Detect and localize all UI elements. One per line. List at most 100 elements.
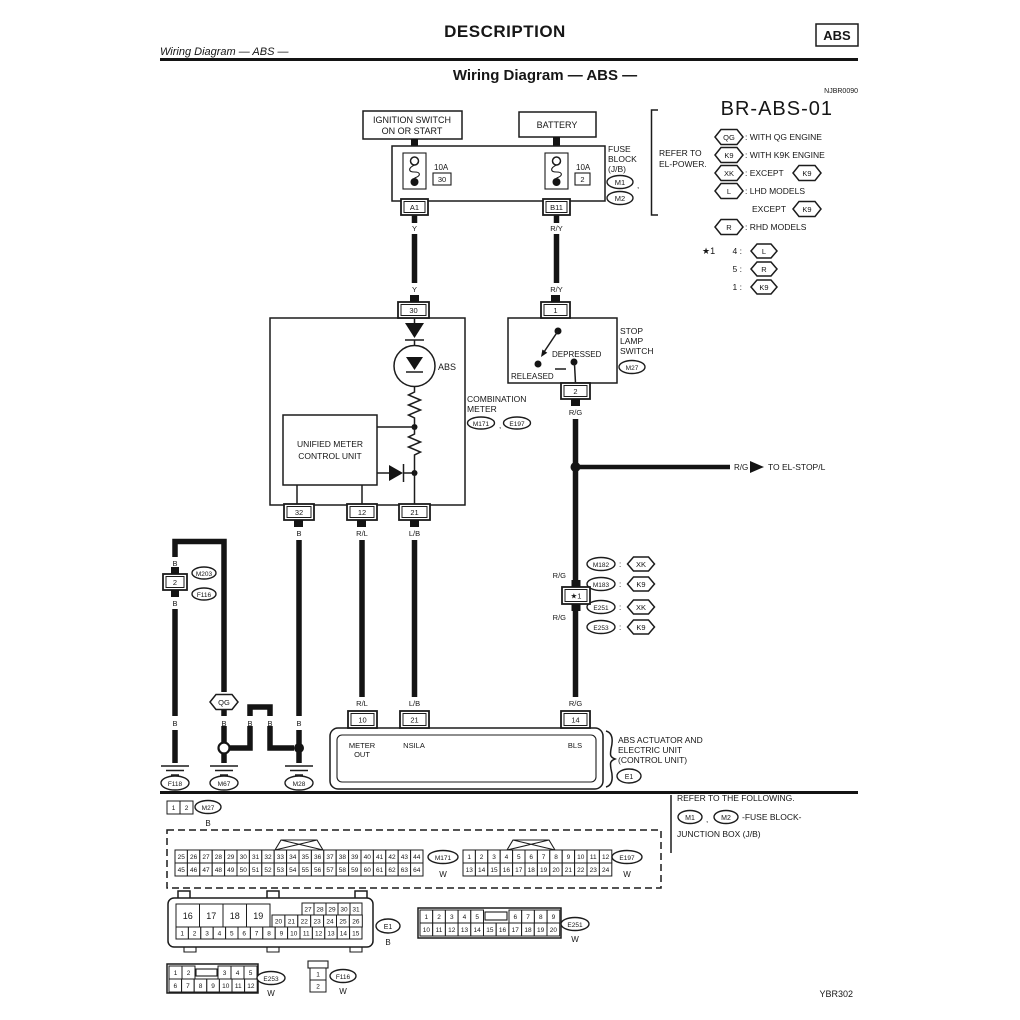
ground-m67-icon: [210, 765, 238, 776]
svg-text:11: 11: [590, 854, 597, 861]
svg-text:6: 6: [173, 983, 177, 990]
svg-text:53: 53: [277, 867, 285, 874]
svg-text:10: 10: [423, 927, 431, 934]
svg-text:21: 21: [565, 867, 573, 874]
fuse-2: 10A 2: [544, 152, 591, 190]
hex-r: [714, 218, 744, 236]
fuse-block-box: [391, 145, 606, 202]
pin-nsila: NSILA: [403, 741, 425, 750]
svg-text:50: 50: [240, 867, 248, 874]
jb-label-2: BLOCK: [608, 154, 637, 164]
svg-text:14: 14: [571, 715, 579, 724]
svg-text:18: 18: [528, 867, 536, 874]
svg-text:8: 8: [267, 930, 271, 937]
branch-destination: TO EL-STOP/L: [768, 462, 826, 472]
svg-text:23: 23: [590, 867, 598, 874]
svg-text:20: 20: [275, 918, 283, 925]
page-tag-box: [815, 23, 859, 47]
svg-text:31: 31: [352, 906, 360, 913]
wire-label-b-l2: B: [172, 599, 177, 608]
branch-arrow-icon: [750, 461, 764, 473]
hex-m183-k9-label: K9: [636, 580, 645, 589]
f116-tab: [307, 960, 329, 969]
svg-text:3: 3: [205, 930, 209, 937]
resistor-icon-2: [406, 427, 423, 470]
svg-text:10: 10: [222, 983, 230, 990]
svg-text:27: 27: [304, 906, 312, 913]
terminal-10: 10: [347, 710, 378, 729]
colon-2: :: [619, 580, 621, 589]
hex-e253-k9: [626, 619, 656, 635]
svg-text:16: 16: [503, 867, 511, 874]
svg-text:11: 11: [303, 930, 310, 937]
section-divider: [160, 791, 858, 794]
svg-text:2: 2: [173, 578, 177, 587]
svg-text:3: 3: [492, 854, 496, 861]
hex-m183-k9: [626, 576, 656, 592]
svg-text:9: 9: [211, 983, 215, 990]
svg-text:1: 1: [172, 805, 176, 812]
wires: Y R/Y Y R/Y B R/L L/B R/L L/B R/G R/G TO…: [160, 215, 826, 791]
svg-text:40: 40: [364, 854, 372, 861]
connector-ref-m27: [618, 359, 646, 375]
svg-text:B: B: [247, 719, 252, 728]
svg-text:21: 21: [410, 508, 418, 517]
svg-text:1: 1: [316, 971, 320, 978]
svg-text:B: B: [172, 719, 177, 728]
connector-ref-m67: [209, 775, 239, 791]
terminal-32: 32: [283, 503, 315, 527]
svg-text:25: 25: [178, 854, 186, 861]
resistor-icon: [406, 386, 423, 424]
switch-depressed-label: DEPRESSED: [552, 350, 602, 359]
fuse-30-amp: 10A: [434, 163, 449, 172]
footer-ref-m2-label: M2: [721, 815, 731, 822]
terminal-1: 1: [540, 295, 571, 319]
page-title: Wiring Diagram — ABS —: [453, 67, 637, 84]
svg-text:1: 1: [174, 970, 178, 977]
pin-meter-out-2: OUT: [354, 750, 370, 759]
switch-arrow-icon: [541, 349, 548, 357]
connector-ref-m2: [606, 190, 634, 206]
ref-m2-label: M2: [615, 194, 625, 203]
hex-e251-xk: [626, 599, 656, 615]
svg-text:6: 6: [514, 914, 518, 921]
svg-text:30: 30: [340, 906, 348, 913]
diode-icon-2: [389, 465, 403, 481]
connector-ref-m27b: [194, 799, 222, 815]
hex-m182-xk-label: XK: [636, 560, 646, 569]
svg-text:3: 3: [223, 970, 227, 977]
svg-text:23: 23: [314, 918, 322, 925]
svg-text:22: 22: [301, 918, 309, 925]
svg-text:1: 1: [553, 306, 557, 315]
ignition-label-1: IGNITION SWITCH: [373, 115, 451, 125]
legend-l-text: : LHD MODELS: [745, 186, 805, 196]
svg-text:10: 10: [577, 854, 585, 861]
svg-text:54: 54: [289, 867, 297, 874]
harness-connector-refs: M182 : XK M183 : K9 E251 : XK E253 : K9: [586, 556, 656, 635]
svg-text:49: 49: [227, 867, 235, 874]
wire-label-ry: R/Y: [550, 224, 563, 233]
hex-l-k9: [792, 200, 822, 218]
svg-text:10: 10: [290, 930, 298, 937]
connector-ref-m171: [466, 416, 496, 430]
svg-text:28: 28: [316, 906, 324, 913]
svg-text:45: 45: [178, 867, 186, 874]
battery-box: [518, 111, 597, 138]
wire-label-ry2: R/Y: [550, 285, 563, 294]
svg-text:9: 9: [567, 854, 571, 861]
svg-text:1: 1: [180, 930, 184, 937]
svg-text:3: 3: [450, 914, 454, 921]
svg-text:12: 12: [247, 983, 255, 990]
svg-text:13: 13: [466, 867, 474, 874]
hex-qg: [714, 128, 744, 146]
stop-name-1: STOP: [620, 326, 643, 336]
ref-e253-label: E253: [593, 625, 609, 632]
svg-text:32: 32: [264, 854, 272, 861]
wire-label-rl2: R/L: [356, 699, 368, 708]
svg-text:39: 39: [351, 854, 359, 861]
svg-text:33: 33: [277, 854, 285, 861]
page-tag: ABS: [823, 28, 851, 43]
